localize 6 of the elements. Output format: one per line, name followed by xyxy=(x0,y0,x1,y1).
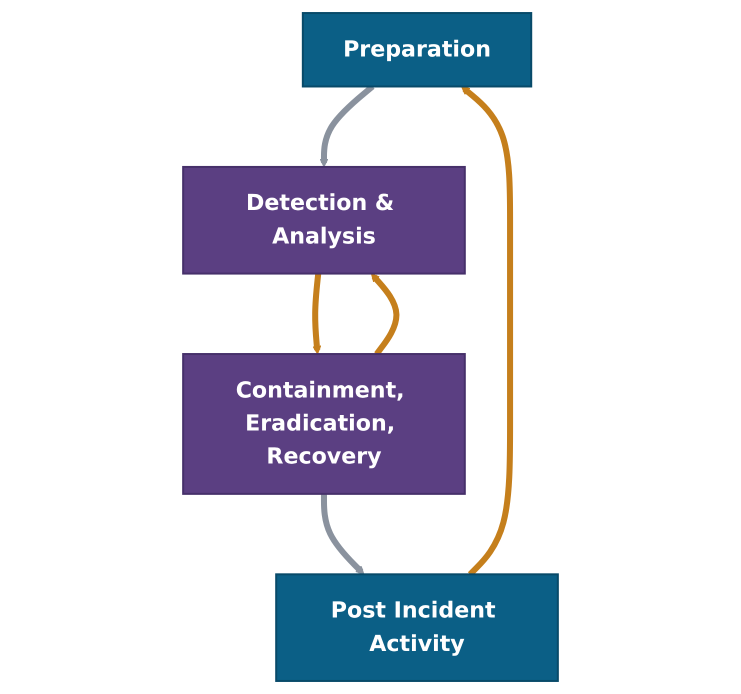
node-box: Preparation xyxy=(302,12,532,88)
node-box: Post Incident Activity xyxy=(275,573,559,682)
node-box: Containment, Eradication, Recovery xyxy=(182,353,466,495)
arrow xyxy=(312,273,322,354)
node-box: Detection & Analysis xyxy=(182,166,466,275)
arrow xyxy=(320,494,364,575)
